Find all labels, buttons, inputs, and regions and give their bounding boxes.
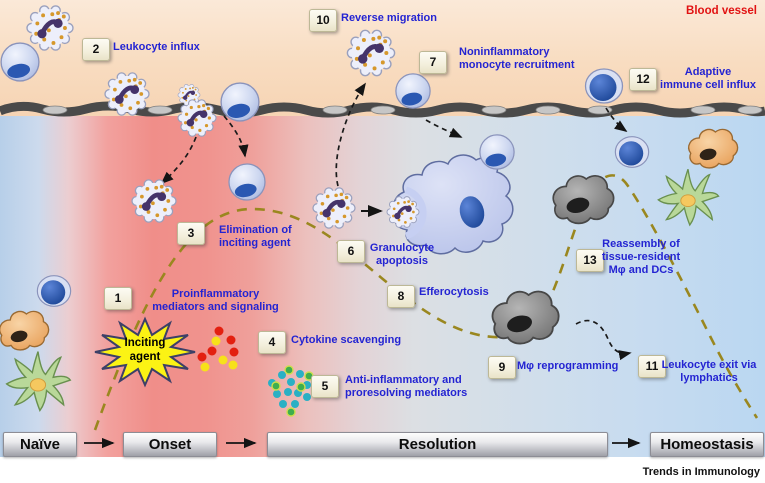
apoptotic-neutrophil-cell (385, 194, 421, 230)
monocyte-cell (0, 42, 40, 82)
lymphocyte-cell (36, 275, 72, 307)
step-label-8: Efferocytosis (419, 286, 489, 298)
neutrophil-cell-reverse-migrated (347, 30, 394, 75)
step-label-9: Mφ reprogramming (517, 360, 619, 372)
monocyte-cell (395, 73, 431, 109)
monocyte-cell (479, 134, 515, 170)
inciting-agent-starburst (94, 316, 196, 388)
step-badge-4: 4 (258, 331, 286, 354)
orange-macrophage-cell (689, 129, 738, 167)
step-badge-10: 10 (309, 9, 337, 32)
step-label-5: Anti-inflammatory and proresolving media… (345, 374, 468, 399)
step-badge-6: 6 (337, 240, 365, 263)
efferocytosing-macrophage (385, 154, 514, 255)
arrow-adaptive-influx (605, 107, 628, 132)
arrow-monocyte-entry (223, 115, 249, 158)
inciting-agent-label: Inciting agent (124, 337, 166, 363)
orange-macrophage-cell (0, 311, 49, 349)
lymphocyte-cell (584, 68, 624, 104)
step-badge-9: 9 (488, 356, 516, 379)
journal-credit: Trends in Immunology (642, 466, 760, 478)
gray-macrophage-cell (553, 176, 613, 224)
step-badge-1: 1 (104, 287, 132, 310)
arrow-noninflammatory-monocyte (425, 119, 463, 138)
step-label-6: Granulocyte apoptosis (369, 242, 435, 267)
step-label-4: Cytokine scavenging (291, 334, 402, 346)
phase-bar-resolution: Resolution (267, 432, 608, 457)
step-badge-12: 12 (629, 68, 657, 91)
step-label-11: Leukocyte exit via lymphatics (661, 359, 757, 384)
step-label-12: Adaptive immune cell influx (660, 66, 756, 91)
neutrophil-cell (132, 180, 176, 222)
proinflammatory-mediator-dots (197, 326, 239, 372)
phase-bar-onset: Onset (123, 432, 217, 457)
step-badge-2: 2 (82, 38, 110, 61)
step-label-10: Reverse migration (341, 12, 437, 24)
migration-arrows (160, 82, 632, 361)
step-badge-7: 7 (419, 51, 447, 74)
arrow-reverse-migration (335, 82, 366, 187)
monocyte-cell (228, 163, 266, 201)
step-label-7: Noninflammatory monocyte recruitment (459, 46, 575, 71)
phase-bar-homeostasis: Homeostasis (650, 432, 764, 457)
monocyte-cell (220, 82, 260, 122)
neutrophil-cell (313, 188, 355, 228)
arrow-macrophage-exit (575, 319, 632, 361)
tissue-region (0, 116, 765, 457)
neutrophil-cell (105, 73, 149, 115)
step-badge-5: 5 (311, 375, 339, 398)
phase-bar-naive: Naïve (3, 432, 77, 457)
step-badge-8: 8 (387, 285, 415, 308)
dendritic-cell (657, 168, 720, 226)
neutrophil-cell-transmigrating (176, 97, 218, 139)
gray-macrophage-cell (492, 292, 558, 344)
lymphocyte-cell (614, 136, 650, 168)
step-badge-3: 3 (177, 222, 205, 245)
step-badge-11: 11 (638, 355, 666, 378)
dendritic-cell (5, 350, 72, 412)
proresolving-mediator-dots (268, 365, 314, 417)
figure-footer-area (0, 457, 765, 483)
step-label-2: Leukocyte influx (113, 41, 200, 53)
arrow-neutrophil-entry (160, 136, 197, 185)
neutrophil-cell (27, 6, 73, 50)
step-label-13: Reassembly of tissue-resident Mφ and DCs (601, 238, 681, 276)
step-badge-13: 13 (576, 249, 604, 272)
step-label-3: Elimination of inciting agent (219, 224, 292, 249)
step-label-1: Proinflammatory mediators and signaling (152, 288, 279, 313)
blood-vessel-label: Blood vessel (686, 5, 757, 17)
